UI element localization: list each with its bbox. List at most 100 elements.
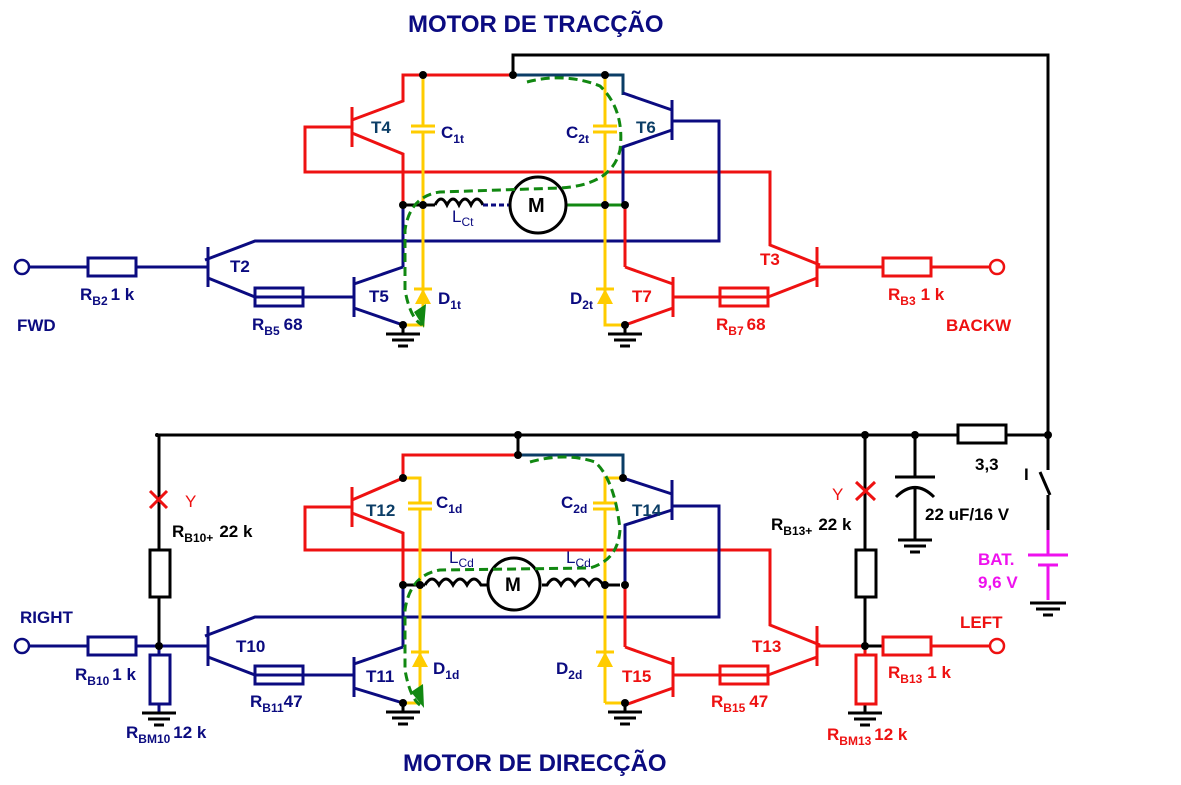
left-label: LEFT bbox=[960, 613, 1003, 632]
steering-motor-label: M bbox=[505, 575, 521, 596]
resistor-rb2 bbox=[86, 256, 138, 278]
junction-dots bbox=[155, 71, 1052, 439]
resistor-3-3-value: 3,3 bbox=[975, 455, 999, 474]
label-d2t: D2t bbox=[570, 289, 593, 312]
label-lct: LCt bbox=[452, 207, 474, 229]
left-input-terminal[interactable] bbox=[988, 637, 1006, 655]
traction-motor-icon bbox=[508, 175, 568, 235]
power-switch-icon[interactable] bbox=[1038, 471, 1052, 496]
traction-motor-branch bbox=[403, 197, 625, 209]
label-t12: T12 bbox=[366, 501, 395, 520]
transistor-t7 bbox=[623, 205, 675, 327]
resistor-rb3 bbox=[881, 256, 933, 278]
capacitor-c2t bbox=[593, 75, 617, 322]
title-steering-motor: MOTOR DE DIRECÇÃO bbox=[403, 749, 667, 777]
cut-mark-icon bbox=[854, 480, 877, 502]
label-t14: T14 bbox=[632, 501, 662, 520]
backw-input-terminal[interactable] bbox=[988, 258, 1006, 276]
filter-capacitor-icon bbox=[894, 435, 936, 554]
diode-d2t bbox=[596, 287, 625, 327]
fwd-label: FWD bbox=[17, 316, 56, 335]
label-t7: T7 bbox=[632, 287, 652, 306]
label-rb13-plus: RB13+22 k bbox=[771, 515, 852, 538]
resistor-rb13-plus bbox=[854, 548, 878, 599]
battery-voltage: 9,6 V bbox=[978, 573, 1018, 592]
resistor-rb10-plus bbox=[148, 548, 172, 599]
ground-icon bbox=[142, 711, 176, 727]
title-traction-motor: MOTOR DE TRACÇÃO bbox=[408, 10, 664, 38]
resistor-rb10 bbox=[86, 635, 138, 657]
steering-motor-icon bbox=[486, 556, 542, 612]
label-d1t: D1t bbox=[438, 289, 461, 312]
resistor-rb5 bbox=[253, 286, 305, 308]
resistor-rb7 bbox=[718, 286, 770, 308]
switch-label: I bbox=[1024, 465, 1029, 484]
ground-icon bbox=[848, 711, 882, 727]
transistor-t6 bbox=[204, 91, 721, 262]
resistor-rbm10 bbox=[148, 653, 172, 706]
diode-d1t bbox=[403, 287, 432, 327]
label-c2t: C2t bbox=[566, 123, 589, 146]
current-flow-path-traction bbox=[403, 76, 623, 327]
flow-arrow-icon bbox=[414, 304, 426, 328]
transistor-t15 bbox=[623, 585, 675, 707]
cut-mark-icon bbox=[148, 489, 169, 510]
label-d2d: D2d bbox=[556, 659, 582, 682]
capacitor-c1t bbox=[411, 75, 435, 322]
resistor-rb13 bbox=[881, 635, 933, 657]
capacitor-c2d bbox=[593, 476, 623, 703]
transistor-t4 bbox=[303, 99, 821, 267]
label-t6: T6 bbox=[636, 118, 656, 137]
label-rb11: RB1147 bbox=[250, 692, 303, 715]
backw-label: BACKW bbox=[946, 316, 1012, 335]
transistor-t5 bbox=[352, 205, 405, 327]
label-t4: T4 bbox=[371, 118, 391, 137]
fwd-input-terminal[interactable] bbox=[13, 258, 31, 276]
label-t11: T11 bbox=[366, 667, 394, 686]
right-input-terminal[interactable] bbox=[13, 637, 31, 655]
ground-icon bbox=[608, 705, 642, 726]
battery-icon bbox=[1028, 530, 1068, 617]
label-t15: T15 bbox=[622, 667, 651, 686]
label-t13: T13 bbox=[752, 637, 781, 656]
resistor-3-3-ohm bbox=[956, 423, 1008, 445]
label-c2d: C2d bbox=[561, 493, 587, 516]
current-flow-path-steering bbox=[403, 455, 622, 707]
filter-capacitor-value: 22 uF/16 V bbox=[925, 505, 1010, 524]
right-label: RIGHT bbox=[20, 608, 74, 627]
supply-rail bbox=[157, 53, 1050, 530]
cut-mark-right-label: Y bbox=[832, 485, 843, 504]
transistor-t2 bbox=[30, 247, 354, 299]
resistor-rb11 bbox=[253, 664, 305, 686]
label-t2: T2 bbox=[230, 257, 250, 276]
capacitor-c1d bbox=[403, 476, 432, 703]
label-t3: T3 bbox=[760, 250, 780, 269]
label-c1d: C1d bbox=[436, 493, 462, 516]
diode-d2d bbox=[596, 650, 625, 705]
resistor-rb15 bbox=[718, 664, 770, 686]
label-t10: T10 bbox=[236, 637, 265, 656]
traction-motor-label: M bbox=[528, 195, 545, 217]
transistor-t14 bbox=[204, 476, 721, 638]
label-lcd-right: LCd bbox=[566, 548, 591, 570]
label-t5: T5 bbox=[369, 287, 389, 306]
flow-arrow-icon bbox=[411, 684, 424, 708]
cut-mark-left-label: Y bbox=[185, 492, 196, 511]
resistor-rbm13 bbox=[854, 653, 878, 706]
label-c1t: C1t bbox=[441, 123, 464, 146]
battery-label: BAT. bbox=[978, 550, 1015, 569]
label-d1d: D1d bbox=[433, 659, 459, 682]
label-rb10-plus: RB10+22 k bbox=[172, 522, 253, 545]
junction-dots bbox=[155, 451, 869, 707]
label-lcd-left: LCd bbox=[449, 548, 474, 570]
